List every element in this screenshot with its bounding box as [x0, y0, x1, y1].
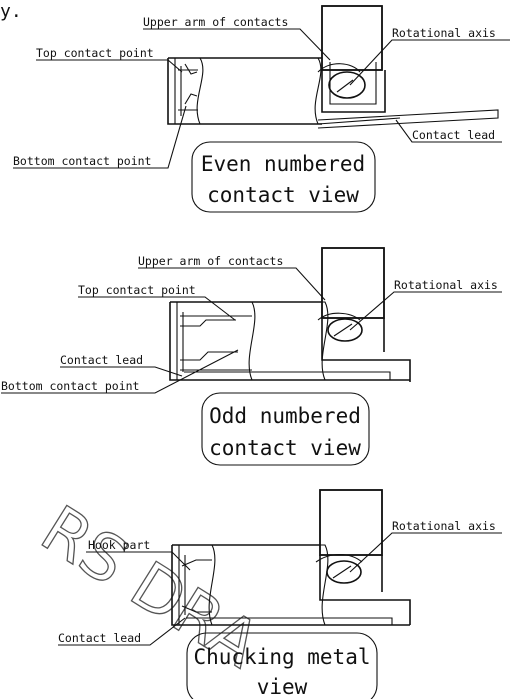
even-label-bottom-contact: Bottom contact point — [13, 154, 151, 168]
odd-view-leaders — [1, 267, 502, 394]
chucking-label-rotational-axis: Rotational axis — [392, 519, 496, 533]
even-label-top-contact: Top contact point — [36, 46, 154, 60]
odd-title-box — [201, 392, 370, 466]
even-title-line2: contact view — [207, 183, 359, 207]
odd-label-upper-arm: Upper arm of contacts — [138, 254, 283, 268]
odd-title-line2: contact view — [209, 436, 361, 460]
chucking-title-box — [186, 632, 378, 699]
odd-view-drawing — [169, 247, 411, 382]
odd-label-bottom-contact: Bottom contact point — [1, 379, 139, 393]
even-label-contact-lead: Contact lead — [412, 128, 495, 142]
even-label-upper-arm: Upper arm of contacts — [143, 15, 288, 29]
chucking-view-drawing — [171, 489, 411, 626]
odd-label-rotational-axis: Rotational axis — [394, 278, 498, 292]
even-title-box — [191, 141, 376, 213]
chucking-title-line2: view — [257, 675, 308, 699]
odd-title-line1: Odd numbered — [209, 404, 361, 428]
even-title-line1: Even numbered — [201, 152, 365, 176]
chucking-label-hook-part: Hook part — [88, 538, 150, 552]
top-fragment-text: y. — [0, 1, 22, 22]
odd-label-contact-lead: Contact lead — [60, 353, 143, 367]
even-view-leaders — [13, 28, 510, 169]
odd-label-top-contact: Top contact point — [78, 283, 196, 297]
chucking-title-line1: Chucking metal — [193, 645, 370, 669]
even-label-rotational-axis: Rotational axis — [392, 26, 496, 40]
chucking-view-leaders — [58, 532, 502, 646]
chucking-label-contact-lead: Contact lead — [58, 631, 141, 645]
even-view-drawing — [167, 5, 499, 129]
